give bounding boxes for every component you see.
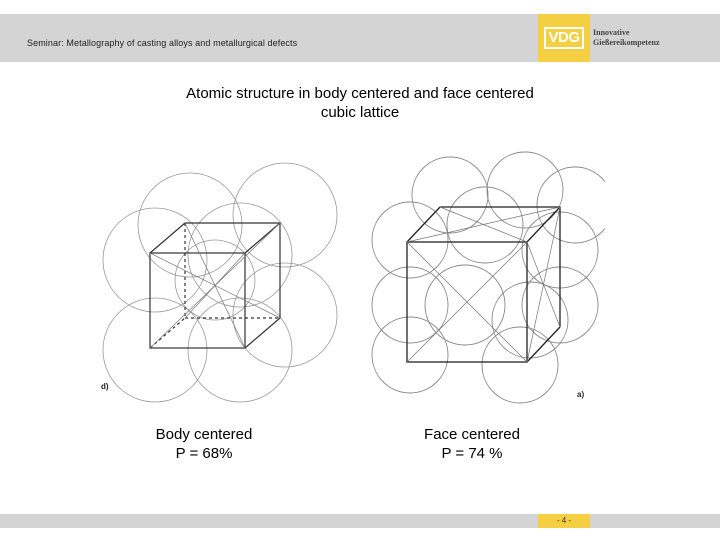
bcc-caption-packing: P = 68% [175,445,233,462]
bcc-figure-label: d) [101,382,109,391]
bcc-lattice-drawing [102,162,338,403]
fcc-lattice-drawing [371,151,614,404]
vdg-logo: VDG [538,14,590,62]
fcc-caption-packing: P = 74 % [441,445,503,462]
seminar-title: Seminar: Metallography of casting alloys… [27,38,298,48]
footer-bar [0,514,720,528]
vdg-logo-mark: VDG [544,27,584,49]
logo-tagline: Innovative Gießereikompetenz [593,28,660,48]
slide-title-line1: Atomic structure in body centered and fa… [186,85,534,102]
slide-title-line2: cubic lattice [320,104,400,121]
header-bar [0,14,720,62]
logo-tagline-line2: Gießereikompetenz [593,38,660,47]
bcc-caption-name: Body centered [155,426,253,443]
bcc-lattice-figure: d) [95,150,345,410]
slide-title: Atomic structure in body centered and fa… [140,84,580,122]
bcc-caption: Body centered P = 68% [104,425,304,463]
fcc-figure-label: a) [577,390,585,399]
logo-tagline-line1: Innovative [593,28,630,37]
fcc-caption: Face centered P = 74 % [372,425,572,463]
fcc-caption-name: Face centered [424,426,520,443]
fcc-lattice-figure: a) [355,150,614,410]
page-number: - 4 - [538,514,590,528]
